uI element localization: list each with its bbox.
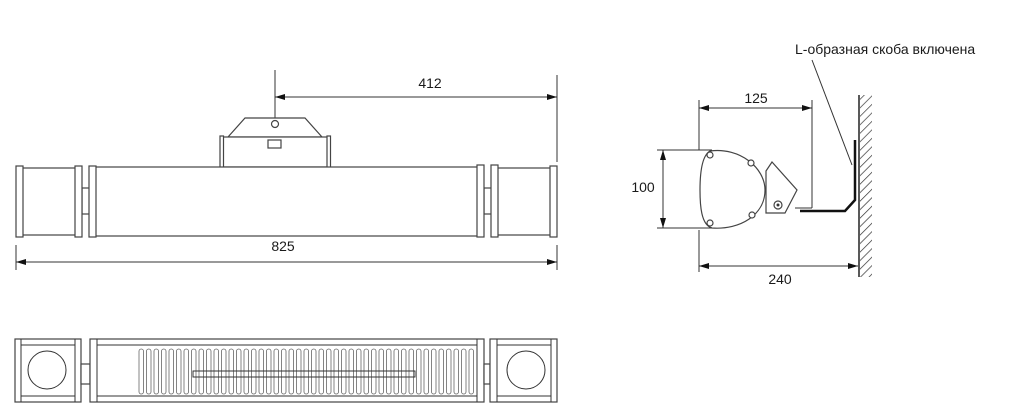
grille-fin (416, 348, 422, 395)
grille-fin (431, 348, 437, 395)
wall-hatch (860, 95, 872, 277)
dim-240-label: 240 (768, 271, 792, 287)
end-cap-circle (506, 350, 546, 390)
mount-plate (765, 161, 798, 214)
grille-fin (461, 348, 467, 395)
l-bracket (800, 140, 857, 213)
dimension-825: 825 (15, 238, 558, 270)
grille-fin (176, 348, 182, 395)
callout-label: L-образная скоба включена (795, 41, 975, 57)
end-cap-circle (27, 350, 67, 390)
dim-125-label: 125 (744, 90, 768, 106)
dim-100-label: 100 (631, 179, 655, 195)
dim-412-label: 412 (418, 75, 442, 91)
grille-fin (146, 348, 152, 395)
grille-fin (453, 348, 459, 395)
grille-fin (183, 348, 189, 395)
bracket (219, 70, 332, 170)
grille-fin (423, 348, 429, 395)
side-view: L-образная скоба включена 125 100 240 (631, 41, 975, 287)
grille-fin (438, 348, 444, 395)
grille-fin (468, 348, 474, 395)
bottom-view (14, 338, 558, 403)
front-view: 412 825 (15, 70, 558, 270)
dim-825-label: 825 (271, 238, 295, 254)
dimension-412: 412 (275, 75, 558, 162)
heater-head-profile (699, 149, 766, 229)
mount-hole-icon (270, 119, 280, 129)
grille-fin (153, 348, 159, 395)
grille-fin (161, 348, 167, 395)
grille-fin (446, 348, 452, 395)
heater-body (15, 164, 558, 238)
grille-fin (138, 348, 144, 395)
grille-fin (168, 348, 174, 395)
heating-element (192, 370, 416, 378)
callout-leader (811, 59, 853, 166)
